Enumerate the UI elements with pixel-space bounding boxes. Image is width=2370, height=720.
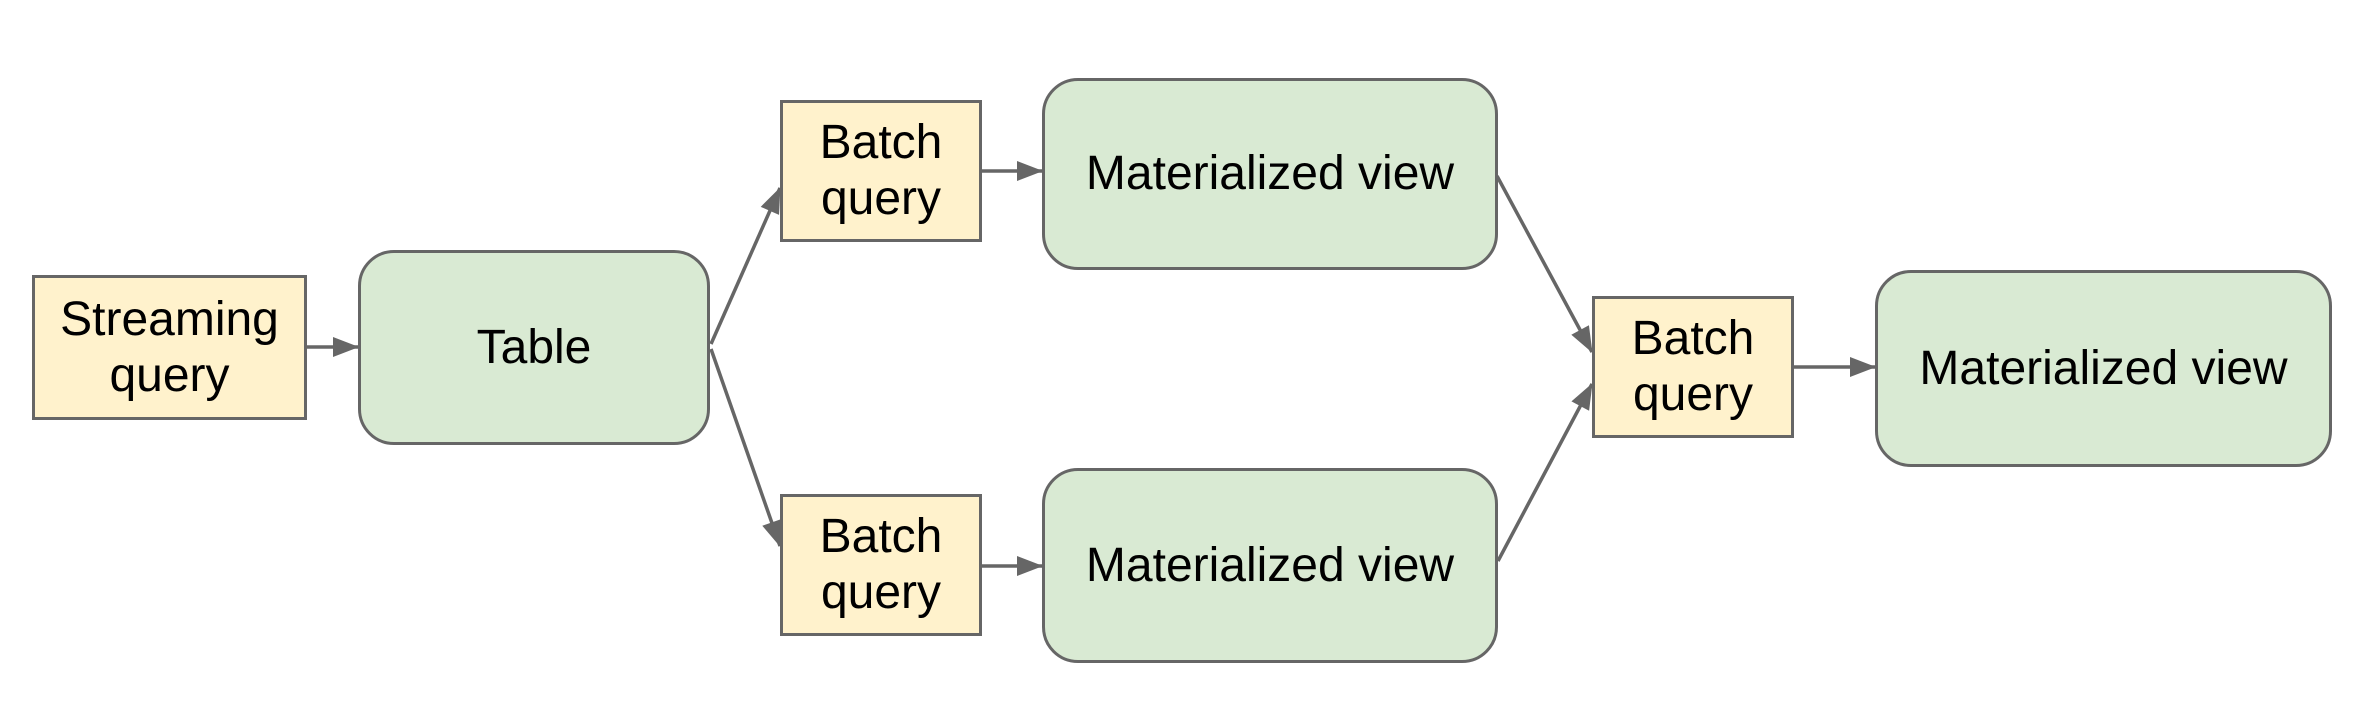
- edge-table-to-batch-query-top: [709, 187, 782, 345]
- node-label: Materialized view: [1919, 341, 2288, 395]
- node-batch-query-top: Batch query: [780, 100, 982, 242]
- node-label: Batch query: [1631, 312, 1755, 421]
- node-materialized-view-top: Materialized view: [1042, 78, 1498, 270]
- node-streaming-query: Streaming query: [32, 275, 307, 420]
- node-materialized-view-bottom: Materialized view: [1042, 468, 1498, 663]
- node-materialized-view-final: Materialized view: [1875, 270, 2332, 467]
- node-label: Table: [476, 320, 592, 374]
- edge-table-to-batch-query-bottom: [709, 348, 782, 547]
- node-table: Table: [358, 250, 710, 445]
- node-label: Batch query: [819, 510, 943, 619]
- node-batch-query-bottom: Batch query: [780, 494, 982, 636]
- node-label: Streaming query: [60, 292, 279, 402]
- node-label: Batch query: [819, 116, 943, 225]
- node-label: Materialized view: [1085, 147, 1455, 201]
- node-batch-query-right: Batch query: [1592, 296, 1794, 438]
- edge-view-bottom-to-batch-query-right: [1496, 383, 1594, 562]
- edge-view-top-to-batch-query-right: [1495, 175, 1594, 353]
- node-label: Materialized view: [1085, 538, 1455, 592]
